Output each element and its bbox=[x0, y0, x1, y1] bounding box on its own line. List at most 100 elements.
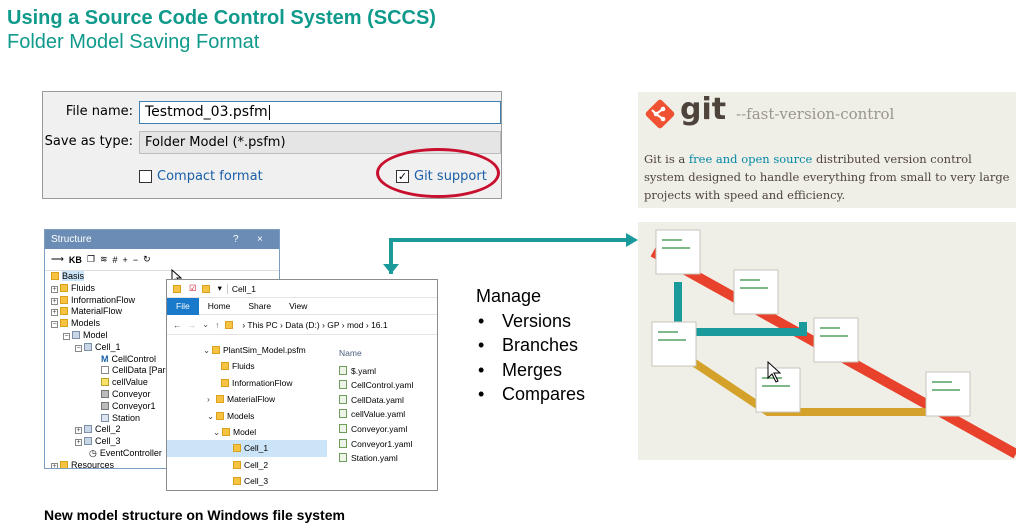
file-name-input[interactable]: Testmod_03.psfm bbox=[139, 101, 501, 124]
address-bar[interactable]: ← → ⌄ ↑ › This PC › Data (D:) › GP › mod… bbox=[167, 315, 437, 335]
save-type-select[interactable]: Folder Model (*.psfm) bbox=[139, 131, 501, 154]
refresh-icon[interactable]: ↻ bbox=[143, 254, 151, 264]
nav-item-fluids[interactable]: Fluids bbox=[167, 358, 327, 374]
breadcrumb-mod[interactable]: mod bbox=[346, 319, 364, 330]
compact-format-box[interactable] bbox=[139, 170, 152, 183]
tab-file[interactable]: File bbox=[167, 297, 199, 315]
tree-item-conveyor1[interactable]: Conveyor1 bbox=[45, 401, 279, 413]
breadcrumb-this-pc[interactable]: This PC bbox=[247, 319, 278, 330]
expand-icon[interactable]: + bbox=[51, 297, 58, 305]
cursor-icon bbox=[767, 360, 782, 383]
nav-item-cell-3[interactable]: Cell_3 bbox=[167, 473, 327, 489]
compact-format-label: Compact format bbox=[157, 169, 263, 184]
highlight-ellipse bbox=[376, 148, 500, 198]
up-icon[interactable]: ↑ bbox=[215, 319, 220, 330]
git-free-link[interactable]: free and open source bbox=[688, 152, 813, 166]
checkbox-icon[interactable]: ☑ bbox=[189, 283, 197, 293]
expand-icon[interactable]: + bbox=[51, 462, 58, 469]
clock-icon: ◷ bbox=[89, 447, 97, 458]
new-folder-icon[interactable] bbox=[201, 284, 210, 293]
collapse-icon[interactable]: ⌄ bbox=[203, 345, 211, 355]
tree-item-fluids[interactable]: +Fluids bbox=[51, 282, 96, 293]
help-button[interactable]: ? bbox=[233, 234, 239, 245]
folder-icon bbox=[216, 411, 224, 420]
file-item[interactable]: $.yaml bbox=[339, 364, 437, 379]
back-icon[interactable]: ← bbox=[173, 319, 182, 330]
file-item[interactable]: CellData.yaml bbox=[339, 393, 437, 408]
collapse-icon[interactable]: − bbox=[51, 321, 58, 329]
tree-item-cellvalue[interactable]: cellValue bbox=[45, 377, 279, 389]
tab-home[interactable]: Home bbox=[207, 300, 231, 311]
explorer-ribbon: File Home Share View bbox=[167, 297, 437, 315]
grid-icon[interactable]: # bbox=[112, 254, 118, 265]
frame-icon bbox=[84, 437, 92, 446]
dropdown-icon[interactable]: ▾ bbox=[217, 283, 222, 293]
yaml-file-icon bbox=[339, 423, 347, 433]
add-icon[interactable]: + bbox=[122, 254, 128, 265]
tree-item-model[interactable]: −Model bbox=[63, 329, 108, 340]
tree-item-resources[interactable]: +Resources bbox=[51, 459, 115, 469]
folder-icon bbox=[225, 320, 234, 329]
tab-share[interactable]: Share bbox=[248, 300, 272, 311]
forward-icon[interactable]: → bbox=[187, 319, 197, 330]
tree-item-informationflow[interactable]: +InformationFlow bbox=[51, 294, 136, 305]
tree-item-station[interactable]: Station bbox=[45, 413, 279, 425]
breadcrumb-gp[interactable]: GP bbox=[327, 319, 340, 330]
tree-item-celldata[interactable]: CellData [Para bbox=[45, 365, 279, 377]
file-item[interactable]: Conveyor1.yaml bbox=[339, 437, 437, 452]
explorer-title-bar: ☑ ▾ Cell_1 bbox=[167, 280, 437, 298]
copy-icon[interactable]: ❐ bbox=[86, 254, 95, 264]
commit-lines bbox=[658, 239, 960, 391]
tree-item-materialflow[interactable]: +MaterialFlow bbox=[51, 306, 123, 317]
nav-item-plantsim-model[interactable]: ⌄PlantSim_Model.psfm bbox=[167, 342, 327, 358]
recent-icon[interactable]: ⌄ bbox=[202, 319, 210, 329]
tree-item-cell-1[interactable]: −Cell_1 bbox=[75, 341, 121, 352]
explorer-window: ☑ ▾ Cell_1 File Home Share View ← → ⌄ ↑ … bbox=[166, 279, 438, 491]
tree-item-models[interactable]: −Models bbox=[51, 318, 101, 329]
collapse-icon[interactable]: − bbox=[75, 344, 82, 352]
kb-icon[interactable]: KB bbox=[68, 254, 82, 265]
variable-icon bbox=[101, 378, 109, 387]
nav-item-materialflow[interactable]: ›MaterialFlow bbox=[167, 391, 327, 407]
tree-item-cell-3[interactable]: +Cell_3 bbox=[75, 436, 121, 447]
nav-item-informationflow[interactable]: InformationFlow bbox=[167, 375, 327, 391]
folder-icon bbox=[233, 444, 241, 453]
file-item[interactable]: Conveyor.yaml bbox=[339, 422, 437, 437]
tree-item-cell-2[interactable]: +Cell_2 bbox=[75, 424, 121, 435]
conveyor-icon bbox=[101, 401, 109, 410]
tree-item-conveyor[interactable]: Conveyor bbox=[45, 389, 279, 401]
collapse-icon[interactable]: − bbox=[63, 332, 70, 340]
expand-icon[interactable]: + bbox=[75, 427, 82, 435]
file-item[interactable]: CellControl.yaml bbox=[339, 378, 437, 393]
compact-format-checkbox[interactable]: Compact format bbox=[139, 169, 263, 184]
file-item[interactable]: cellValue.yaml bbox=[339, 407, 437, 422]
structure-title-bar: Structure ? × bbox=[45, 230, 279, 249]
expand-icon[interactable]: › bbox=[207, 394, 210, 405]
nav-item-cell-2[interactable]: Cell_2 bbox=[167, 457, 327, 473]
tab-view[interactable]: View bbox=[289, 300, 308, 311]
frame-icon bbox=[72, 330, 80, 339]
expand-icon[interactable]: + bbox=[51, 285, 58, 293]
nav-item-models[interactable]: ⌄Models bbox=[167, 408, 327, 424]
remove-icon[interactable]: − bbox=[132, 254, 139, 265]
layers-icon[interactable]: ≋ bbox=[99, 254, 108, 264]
nav-item-cell-1[interactable]: Cell_1 bbox=[167, 440, 327, 457]
nav-item-model[interactable]: ⌄Model bbox=[167, 424, 327, 440]
breadcrumb-version[interactable]: 16.1 bbox=[371, 319, 388, 330]
close-button[interactable]: × bbox=[257, 234, 263, 245]
git-description: Git is a free and open source distribute… bbox=[644, 152, 1010, 202]
collapse-icon[interactable]: ⌄ bbox=[213, 426, 221, 437]
connector-tool-icon[interactable]: ⟶ bbox=[51, 254, 64, 264]
folder-icon bbox=[60, 319, 68, 328]
column-header-name[interactable]: Name bbox=[339, 348, 362, 358]
breadcrumb-data[interactable]: Data (D:) bbox=[285, 319, 320, 330]
expand-icon[interactable]: + bbox=[75, 439, 82, 447]
yaml-file-icon bbox=[339, 365, 347, 375]
file-item[interactable]: Station.yaml bbox=[339, 451, 437, 466]
tree-item-eventcontroller[interactable]: ◷EventController bbox=[89, 447, 162, 458]
collapse-icon[interactable]: ⌄ bbox=[207, 410, 215, 421]
tree-item-basis[interactable]: Basis bbox=[45, 271, 279, 283]
slide-caption: New model structure on Windows file syst… bbox=[44, 507, 345, 523]
expand-icon[interactable]: + bbox=[51, 309, 58, 317]
